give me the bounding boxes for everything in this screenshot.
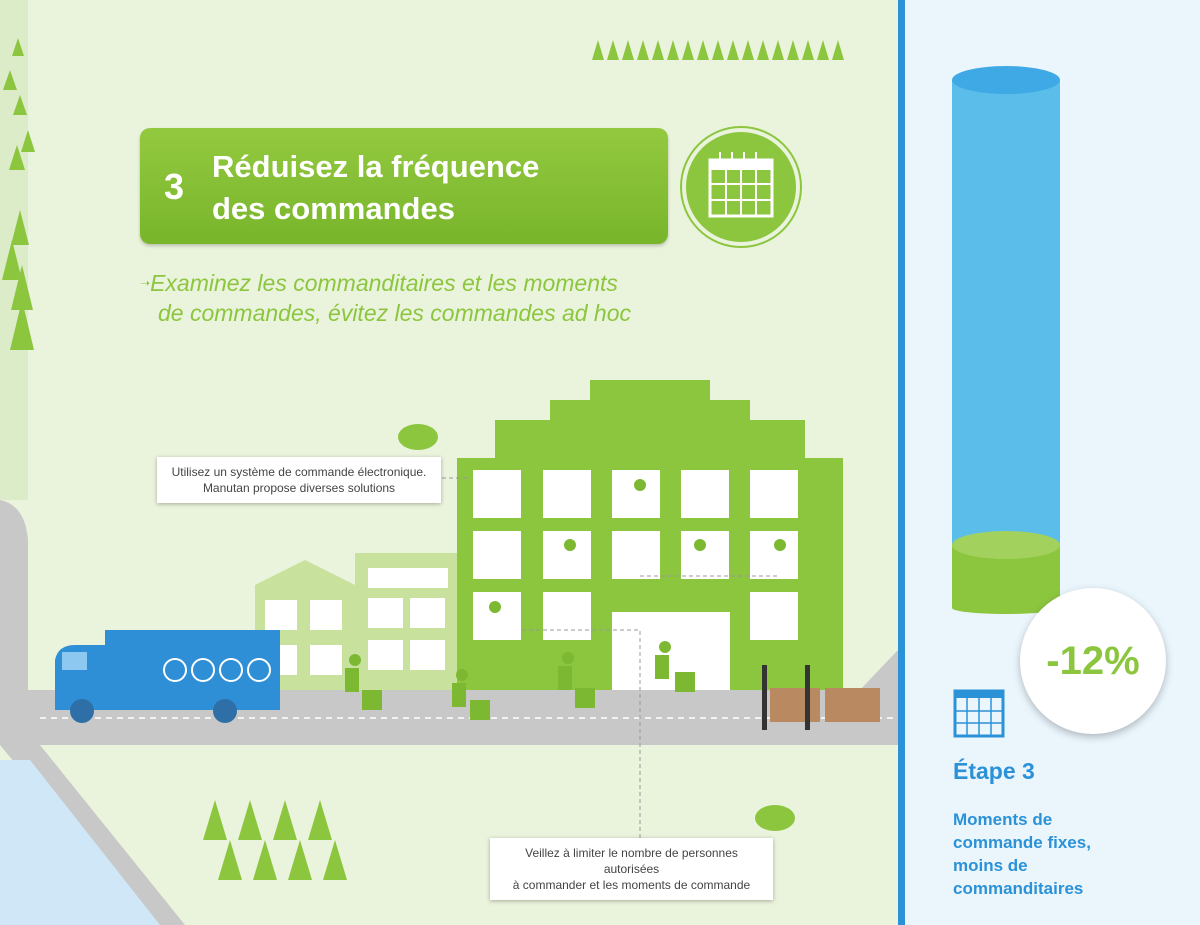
truck xyxy=(55,630,280,723)
subtitle-line1: Examinez les commanditaires et les momen… xyxy=(150,270,618,296)
piggy-bank-icon xyxy=(398,424,438,450)
note-limit-orderers: Veillez à limiter le nombre de personnes… xyxy=(490,838,773,900)
desc-line: commanditaires xyxy=(953,879,1084,898)
workers xyxy=(345,479,786,720)
arrow-icon: ➝ xyxy=(140,276,151,290)
note-line: Manutan propose diverses solutions xyxy=(202,481,396,495)
desc-line: Moments de xyxy=(953,810,1053,829)
step-title-line2: des commandes xyxy=(212,191,455,226)
trees xyxy=(2,38,844,880)
calendar-icon xyxy=(708,152,774,218)
note-electronic-ordering: Utilisez un système de commande électron… xyxy=(157,457,441,503)
road-left xyxy=(0,500,28,690)
step-title-line1: Réduisez la fréquence xyxy=(212,149,540,184)
reduction-cylinder xyxy=(952,66,1060,614)
step-description: Moments de commande fixes, moins de comm… xyxy=(953,808,1153,900)
desc-line: commande fixes, xyxy=(953,833,1091,852)
water xyxy=(0,760,160,925)
step-subtitle: ➝Examinez les commanditaires et les mome… xyxy=(140,268,631,328)
calendar-icon xyxy=(953,689,1005,738)
subtitle-line2: de commandes, évitez les commandes ad ho… xyxy=(158,300,632,326)
note-line: à commander et les moments de commande xyxy=(512,878,751,892)
calendar-badge xyxy=(682,128,800,246)
piggy-bank-icon xyxy=(755,805,795,831)
note-line: Utilisez un système de commande électron… xyxy=(171,465,427,479)
desc-line: moins de xyxy=(953,856,1028,875)
step-title-banner: 3 Réduisez la fréquence des commandes xyxy=(140,128,668,244)
reduction-percentage: -12% xyxy=(1020,588,1166,734)
pallets xyxy=(762,665,880,730)
step-number: 3 xyxy=(164,166,185,207)
note-line: Veillez à limiter le nombre de personnes… xyxy=(525,846,738,876)
step-label: Étape 3 xyxy=(953,758,1035,784)
step-title: Réduisez la fréquence des commandes xyxy=(212,146,539,230)
building-windows xyxy=(473,470,798,690)
